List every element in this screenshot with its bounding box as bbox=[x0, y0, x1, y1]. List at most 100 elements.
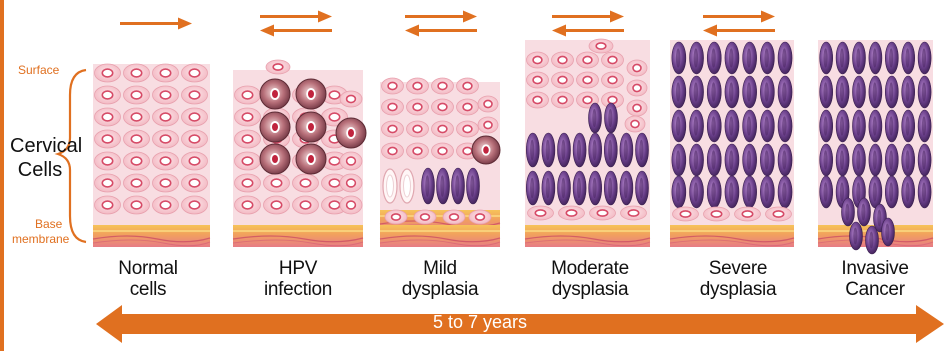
abnormal-cell bbox=[836, 42, 849, 74]
normal-cell bbox=[235, 196, 261, 214]
normal-cell bbox=[153, 86, 179, 104]
stage-label-line1: Moderate bbox=[530, 258, 650, 279]
abnormal-cell bbox=[760, 176, 774, 208]
abnormal-cell bbox=[853, 110, 866, 142]
normal-cell bbox=[382, 143, 404, 159]
panel-mild bbox=[380, 78, 500, 247]
normal-cell bbox=[235, 152, 261, 170]
abnormal-cell bbox=[672, 144, 686, 176]
panel-invasive bbox=[818, 40, 933, 254]
abnormal-cell bbox=[526, 171, 539, 205]
panel-severe bbox=[670, 40, 794, 247]
abnormal-cell bbox=[885, 144, 898, 176]
normal-cell bbox=[432, 78, 454, 94]
normal-cell bbox=[153, 130, 179, 148]
koilocyte-cell bbox=[400, 169, 414, 203]
normal-cell bbox=[340, 196, 362, 214]
normal-cell bbox=[552, 72, 574, 88]
normal-cell bbox=[457, 78, 479, 94]
abnormal-cell bbox=[526, 133, 539, 167]
abnormal-cell bbox=[707, 176, 721, 208]
normal-cell bbox=[293, 196, 319, 214]
flow-arrows bbox=[120, 11, 775, 37]
abnormal-cell bbox=[672, 42, 686, 74]
abnormal-cell bbox=[885, 110, 898, 142]
abnormal-cell bbox=[820, 76, 833, 108]
cervical-cells-label: Cervical Cells bbox=[10, 134, 70, 182]
normal-cell bbox=[457, 99, 479, 115]
normal-cell bbox=[95, 196, 121, 214]
tissue-panels bbox=[93, 39, 933, 254]
normal-cell bbox=[469, 210, 491, 224]
abnormal-cell bbox=[690, 176, 704, 208]
normal-cell bbox=[293, 174, 319, 192]
abnormal-cell bbox=[820, 144, 833, 176]
normal-cell bbox=[673, 207, 699, 221]
normal-cell bbox=[95, 64, 121, 82]
base-membrane bbox=[233, 225, 363, 247]
abnormal-cell bbox=[853, 42, 866, 74]
normal-cell bbox=[182, 174, 208, 192]
abnormal-cell bbox=[636, 133, 649, 167]
normal-cell bbox=[124, 196, 150, 214]
abnormal-cell bbox=[853, 144, 866, 176]
normal-cell bbox=[407, 78, 429, 94]
abnormal-cell bbox=[778, 76, 792, 108]
stage-label-line2: Cancer bbox=[815, 279, 935, 300]
abnormal-cell bbox=[760, 42, 774, 74]
abnormal-cell bbox=[836, 144, 849, 176]
abnormal-cell bbox=[743, 176, 757, 208]
normal-cell bbox=[124, 108, 150, 126]
normal-cell bbox=[340, 91, 362, 107]
bidirectional-arrow bbox=[405, 11, 477, 37]
timeline-label: 5 to 7 years bbox=[400, 312, 560, 332]
hpv-infected-cell bbox=[472, 136, 500, 164]
abnormal-cell bbox=[902, 176, 915, 208]
abnormal-cell bbox=[690, 42, 704, 74]
normal-cell bbox=[625, 116, 645, 132]
abnormal-cell bbox=[882, 218, 895, 246]
panel-normal bbox=[93, 64, 210, 247]
normal-cell bbox=[182, 108, 208, 126]
abnormal-cell bbox=[542, 171, 555, 205]
normal-cell bbox=[602, 72, 624, 88]
normal-cell bbox=[95, 174, 121, 192]
abnormal-cell bbox=[918, 110, 931, 142]
abnormal-cell bbox=[690, 144, 704, 176]
hpv-infected-cell bbox=[260, 79, 290, 109]
abnormal-cell bbox=[866, 226, 879, 254]
normal-cell bbox=[153, 108, 179, 126]
stage-label-moderate: Moderate dysplasia bbox=[530, 258, 650, 300]
normal-cell bbox=[527, 52, 549, 68]
abnormal-cell bbox=[760, 76, 774, 108]
normal-cell bbox=[443, 210, 465, 224]
normal-cell bbox=[528, 206, 554, 220]
abnormal-cell bbox=[885, 42, 898, 74]
abnormal-cell bbox=[604, 171, 617, 205]
abnormal-cell bbox=[589, 171, 602, 205]
normal-cell bbox=[627, 100, 647, 116]
hpv-infected-cell bbox=[296, 79, 326, 109]
normal-cell bbox=[527, 92, 549, 108]
abnormal-cell bbox=[918, 176, 931, 208]
stage-label-line2: dysplasia bbox=[530, 279, 650, 300]
normal-cell bbox=[235, 86, 261, 104]
stage-label-line1: Normal bbox=[98, 258, 198, 279]
abnormal-cell bbox=[820, 176, 833, 208]
abnormal-cell bbox=[885, 76, 898, 108]
abnormal-cell bbox=[760, 144, 774, 176]
abnormal-cell bbox=[467, 168, 480, 204]
hpv-infected-cell bbox=[260, 144, 290, 174]
abnormal-cell bbox=[437, 168, 450, 204]
abnormal-cell bbox=[422, 168, 435, 204]
abnormal-cell bbox=[743, 110, 757, 142]
abnormal-cell bbox=[760, 110, 774, 142]
abnormal-cell bbox=[672, 76, 686, 108]
abnormal-cell bbox=[725, 42, 739, 74]
abnormal-cell bbox=[869, 176, 882, 208]
abnormal-cell bbox=[542, 133, 555, 167]
normal-cell bbox=[153, 152, 179, 170]
normal-cell bbox=[95, 108, 121, 126]
abnormal-cell bbox=[836, 110, 849, 142]
panel-moderate bbox=[525, 39, 650, 247]
